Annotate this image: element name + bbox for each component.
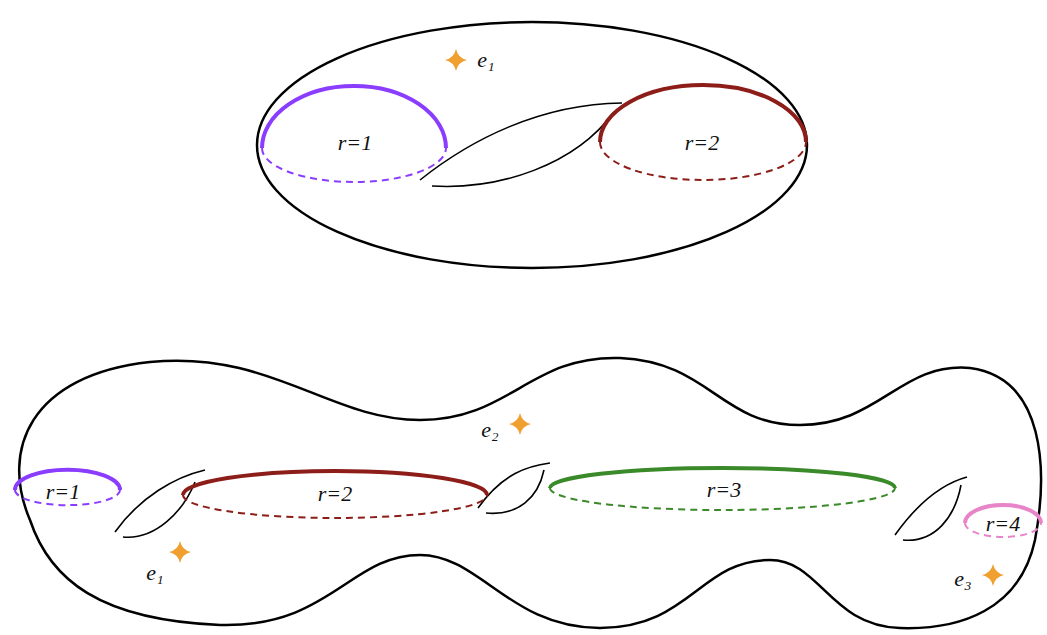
cycle-label: r=2: [318, 483, 352, 505]
surface-hole: [478, 463, 550, 513]
torus-hole: [432, 112, 614, 186]
surface-outline: [19, 358, 1041, 628]
point-star: [169, 541, 191, 563]
cycle-label: r=2: [685, 132, 719, 154]
point-star: [982, 564, 1004, 586]
cycle-label: r=3: [707, 479, 741, 501]
point-star: [445, 49, 467, 71]
point-label: e₃: [954, 568, 971, 590]
point-label: e₁: [477, 49, 494, 71]
cycle-label: r=1: [338, 132, 372, 154]
point-star: [509, 413, 531, 435]
cycle-label: r=1: [46, 481, 80, 503]
cycle-label: r=4: [986, 513, 1020, 535]
point-label: e₂: [481, 419, 498, 441]
torus-outline: [257, 22, 807, 268]
surface-hole: [895, 477, 967, 540]
point-label: e₁: [146, 562, 163, 584]
torus-hole: [420, 103, 622, 180]
